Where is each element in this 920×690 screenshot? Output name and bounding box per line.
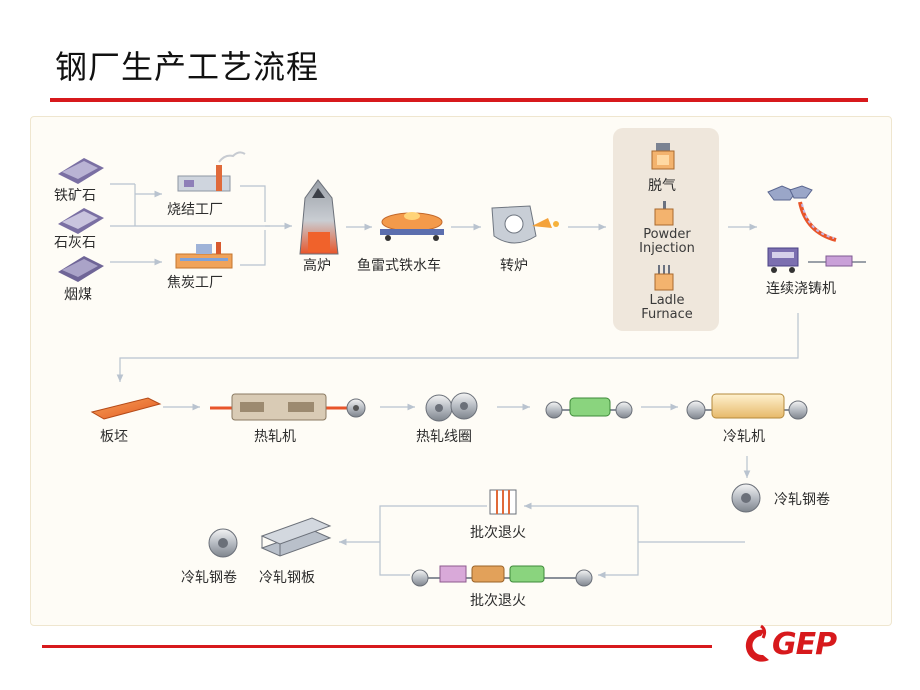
- degassing-label: 脱气: [648, 178, 676, 194]
- line-coke-to-bf: [240, 230, 266, 266]
- hot-rolling-mill-icon: [210, 393, 366, 421]
- sinter-plant-label: 烧结工厂: [167, 202, 223, 218]
- arrow-split-to-batch-bottom: [598, 542, 639, 579]
- iron-ore-label: 铁矿石: [54, 188, 96, 204]
- arrow-split-to-batch-top: [524, 502, 639, 542]
- process-panel: [30, 116, 892, 626]
- cold-rolling-mill-label: 冷轧机: [723, 429, 765, 445]
- secondary-metallurgy-box: [613, 128, 719, 331]
- limestone-label: 石灰石: [54, 235, 96, 251]
- hot-rolled-coil-label: 热轧线圈: [416, 429, 472, 445]
- cold-rolled-coil-label: 冷轧钢卷: [181, 570, 237, 586]
- coal-icon: [58, 256, 104, 282]
- continuous-casting-label: 连续浇铸机: [766, 281, 836, 297]
- title-underline: [50, 98, 868, 102]
- continuous-casting-icon: [767, 185, 866, 273]
- torpedo-car-label: 鱼雷式铁水车: [357, 258, 441, 274]
- batch-annealing-furnace-top-icon: [489, 489, 517, 515]
- ladle-furnace-icon: [654, 265, 674, 291]
- cold-rolled-coil-right-icon: [731, 483, 761, 513]
- converter-label: 转炉: [500, 258, 528, 274]
- iron-ore-icon: [58, 158, 104, 184]
- coal-label: 烟煤: [64, 287, 92, 303]
- slab-label: 板坯: [100, 429, 128, 445]
- footer-rule: [42, 645, 712, 648]
- cold-rolled-coil-right-label: 冷轧钢卷: [774, 492, 830, 508]
- sinter-plant-icon: [177, 151, 246, 192]
- page-title: 钢厂生产工艺流程: [55, 48, 320, 86]
- degassing-icon: [651, 143, 675, 170]
- gep-logo-text: GEP: [772, 627, 837, 662]
- line-batch-bottom-left: [379, 542, 410, 576]
- coke-plant-label: 焦炭工厂: [167, 275, 223, 291]
- cold-rolled-sheet-icon: [260, 517, 332, 557]
- batch-annealing-bottom-label: 批次退火: [470, 593, 526, 609]
- cold-rolling-mill-icon: [686, 393, 808, 420]
- powder-injection-icon: [654, 201, 674, 226]
- gep-logo-icon: [745, 624, 769, 662]
- line-batch-top-left: [379, 505, 487, 542]
- limestone-icon: [58, 208, 104, 234]
- pickling-line-icon: [545, 397, 633, 419]
- slab-icon: [90, 397, 162, 420]
- line-caster-to-slab: [116, 313, 799, 382]
- coke-plant-icon: [175, 242, 233, 269]
- converter-icon: [491, 205, 559, 244]
- cold-rolled-sheet-label: 冷轧钢板: [259, 570, 315, 586]
- continuous-annealing-line-icon: [411, 565, 593, 587]
- hot-rolling-mill-label: 热轧机: [254, 429, 296, 445]
- blast-furnace-icon: [299, 179, 339, 255]
- cold-rolled-coil-icon: [208, 528, 238, 558]
- hot-rolled-coil-icon: [425, 392, 478, 422]
- torpedo-car-icon: [380, 212, 444, 241]
- line-sinter-to-bf: [240, 185, 266, 222]
- blast-furnace-label: 高炉: [303, 258, 331, 274]
- batch-annealing-top-label: 批次退火: [470, 525, 526, 541]
